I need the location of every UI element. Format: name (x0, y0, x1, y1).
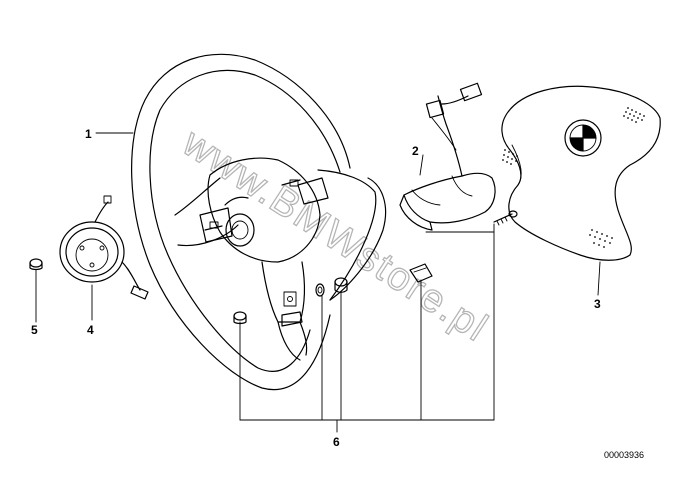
callout-6: 6 (333, 435, 340, 449)
callout-4: 4 (87, 323, 94, 337)
callout-1: 1 (85, 127, 92, 141)
speaker-grille-left (502, 149, 518, 165)
speaker-grille-upper (623, 107, 645, 123)
steering-wheel (131, 53, 387, 391)
slip-ring (59, 195, 149, 300)
airbag-module (501, 85, 661, 261)
diagram-number: 00003936 (604, 450, 644, 460)
callout-3: 3 (594, 297, 601, 311)
callout-2: 2 (412, 144, 419, 158)
leader-lines (35, 132, 601, 433)
contact-plate-harness (399, 82, 496, 231)
screw-5 (29, 258, 43, 271)
callout-5: 5 (31, 323, 38, 337)
speaker-grille-lower (589, 229, 613, 248)
